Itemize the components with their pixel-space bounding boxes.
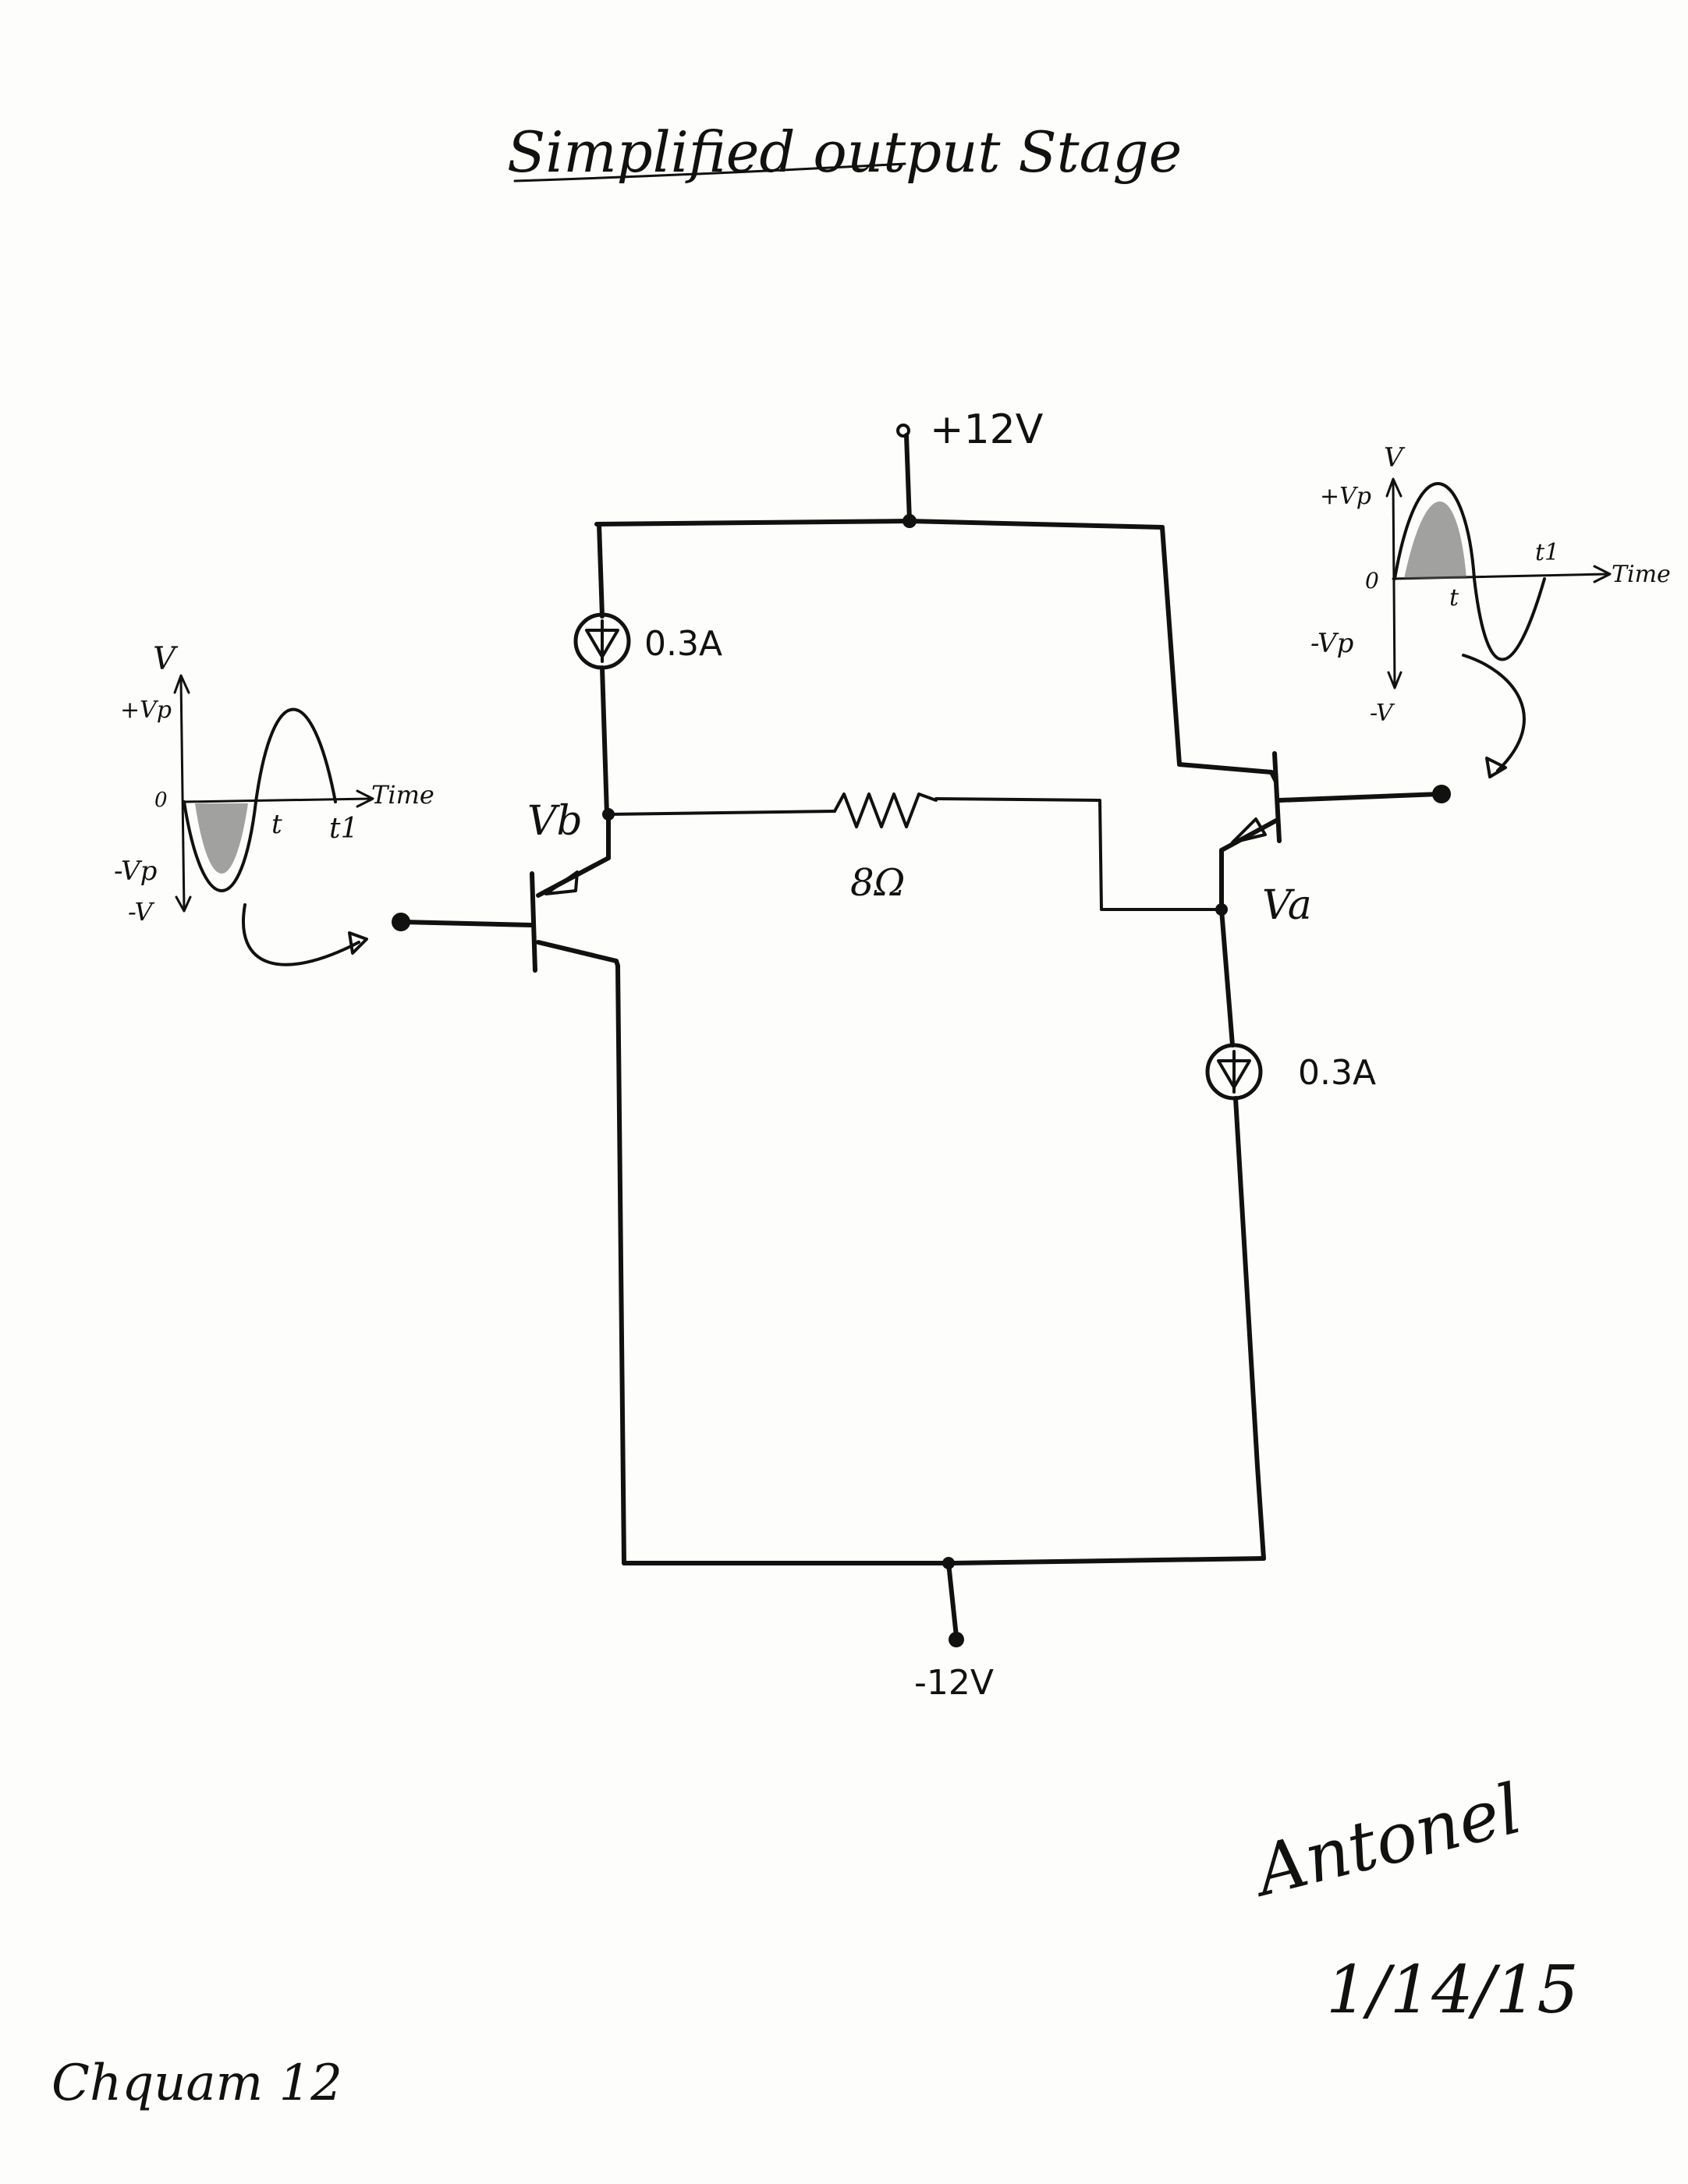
left-graph-y-neg: -V xyxy=(128,897,154,927)
right-input-terminal[interactable] xyxy=(1432,785,1451,803)
left-graph-t1: t1 xyxy=(329,813,358,845)
left-graph-t: t xyxy=(271,809,282,840)
current-source-bottom-label: 0.3A xyxy=(1298,1053,1376,1093)
left-graph-origin: 0 xyxy=(154,789,168,812)
right-graph-t1: t1 xyxy=(1535,539,1559,566)
top-rail-wire xyxy=(594,519,1165,530)
signature-block: Antonel 1/14/15 xyxy=(1243,1768,1578,2028)
page-title: Simplified output Stage xyxy=(507,119,1182,185)
current-source-top-label: 0.3A xyxy=(644,624,722,664)
positive-supply-label: +12V xyxy=(930,406,1044,453)
left-graph-y-axis: V xyxy=(153,641,179,677)
resistor-left-lead xyxy=(607,810,836,816)
left-input-terminal[interactable] xyxy=(392,913,410,931)
right-graph-y-neg: -V xyxy=(1370,700,1395,727)
resistor-label: 8Ω xyxy=(850,861,905,905)
left-mid-wire xyxy=(600,665,609,817)
left-graph-neg-peak: -Vp xyxy=(114,856,157,887)
right-graph-pos-peak: +Vp xyxy=(1320,483,1371,510)
footer-note: Chquam 12 xyxy=(51,2055,342,2112)
current-source-top xyxy=(573,612,631,670)
right-graph-origin: 0 xyxy=(1365,568,1379,594)
current-source-bottom xyxy=(1205,1043,1263,1101)
node-b-label: Vb xyxy=(527,798,583,845)
resistor-right-lead xyxy=(934,797,1223,911)
node-a-label: Va xyxy=(1262,882,1312,929)
resistor-8ohm xyxy=(833,792,938,828)
left-upper-wire xyxy=(597,522,605,619)
left-base-wire xyxy=(400,920,534,927)
right-transistor xyxy=(1219,751,1442,853)
negative-supply-terminal: -12V xyxy=(914,1561,994,1703)
right-graph-y-axis: V xyxy=(1384,442,1406,473)
left-waveform-graph: V +Vp 0 -Vp -V Time t t1 xyxy=(114,641,434,966)
right-waveform-graph: V +Vp 0 -Vp -V Time t t1 xyxy=(1310,442,1671,778)
left-lower-wire xyxy=(614,959,626,1565)
positive-supply-terminal: +12V xyxy=(896,406,1044,523)
right-graph-neg-peak: -Vp xyxy=(1310,628,1353,659)
right-upper-wire xyxy=(1160,525,1274,775)
signature-name: Antonel xyxy=(1243,1768,1529,1913)
right-lower-wire xyxy=(1233,1096,1266,1561)
right-graph-t: t xyxy=(1449,584,1459,612)
title-underline xyxy=(513,162,906,183)
right-mid-wire xyxy=(1219,907,1235,1048)
negative-supply-label: -12V xyxy=(914,1663,994,1703)
top-rail-junction xyxy=(903,514,917,528)
right-graph-x-axis: Time xyxy=(1612,561,1671,588)
signature-date: 1/14/15 xyxy=(1326,1952,1579,2028)
left-graph-x-axis: Time xyxy=(371,780,434,810)
left-transistor xyxy=(530,856,619,973)
left-graph-pos-peak: +Vp xyxy=(120,697,172,724)
